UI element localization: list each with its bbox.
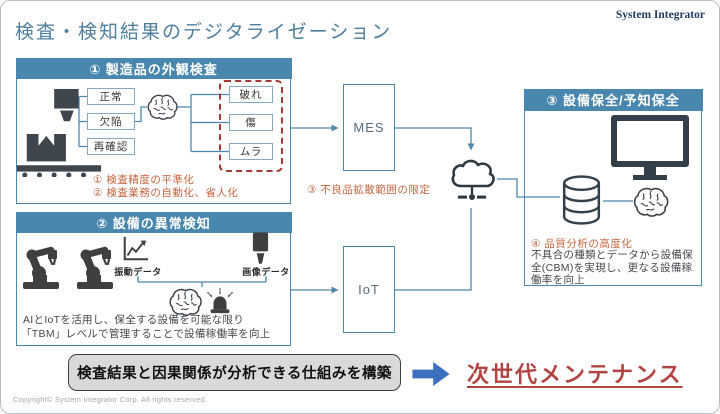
- panel1-header: ① 製造品の外観検査: [15, 57, 292, 79]
- mes-box: MES: [343, 84, 395, 171]
- brain-icon: [147, 94, 178, 120]
- line-chart-icon: [121, 235, 149, 263]
- judgment-box-defect: 欠陥: [87, 113, 135, 130]
- robot-arm-icon: [19, 238, 63, 290]
- robot-arm-icon: [73, 238, 117, 290]
- right-arrow-icon: [412, 362, 450, 386]
- connector-mes-to-cloud: [395, 127, 475, 151]
- panel3-description: 不具合の種類とデータから設備保全(CBM)を実現し、更なる設備稼働率を向上: [531, 249, 693, 286]
- panel2-description-line2: 「TBM」レベルで管理することで設備稼働率を向上: [21, 328, 271, 340]
- defect-box-scratch: 傷: [229, 114, 273, 131]
- brain-icon: [633, 187, 669, 217]
- vibration-data-label: 振動データ: [114, 267, 162, 277]
- company-logo: System Integrator: [615, 9, 705, 21]
- panel-visual-inspection: ① 製造品の外観検査: [15, 57, 292, 204]
- conclusion-text: 次世代メンテナンス: [467, 362, 683, 387]
- siren-icon: [206, 287, 234, 315]
- iot-box: IoT: [343, 246, 395, 333]
- panel3-header: ③ 設備保全/予知保全: [523, 88, 703, 111]
- defect-box-unevenness: ムラ: [229, 143, 273, 160]
- monitor-icon: [611, 115, 689, 181]
- note-quality-analysis: ④ 品質分析の高度化: [531, 238, 633, 250]
- note-inspection-accuracy: ① 検査精度の平準化: [93, 174, 195, 186]
- image-data-label: 画像データ: [242, 267, 290, 277]
- defect-box-tear: 破れ: [229, 86, 273, 103]
- cloud-network-icon: [447, 154, 499, 206]
- note-inspection-automation: ② 検査業務の自動化、省人化: [93, 187, 239, 199]
- judgment-box-normal: 正常: [87, 88, 135, 105]
- copyright-text: Copyright© System Integrator Corp. All r…: [13, 395, 208, 404]
- panel2-header: ② 設備の異常検知: [15, 211, 292, 233]
- judgment-box-recheck: 再確認: [87, 138, 135, 155]
- defect-group-frame: [219, 80, 283, 172]
- database-icon: [561, 174, 602, 227]
- camera-icon: [251, 232, 270, 265]
- page-title: 検査・検知結果のデジタライゼーション: [15, 22, 393, 43]
- connector-iot-to-cloud: [395, 208, 472, 291]
- note-defect-containment: ③ 不良品拡散範囲の限定: [307, 184, 431, 196]
- panel2-description-line1: AIとIoTを活用し、保全する設備を可能な限り: [23, 314, 244, 326]
- statement-box: 検査結果と因果関係が分析できる仕組みを構築: [68, 354, 401, 391]
